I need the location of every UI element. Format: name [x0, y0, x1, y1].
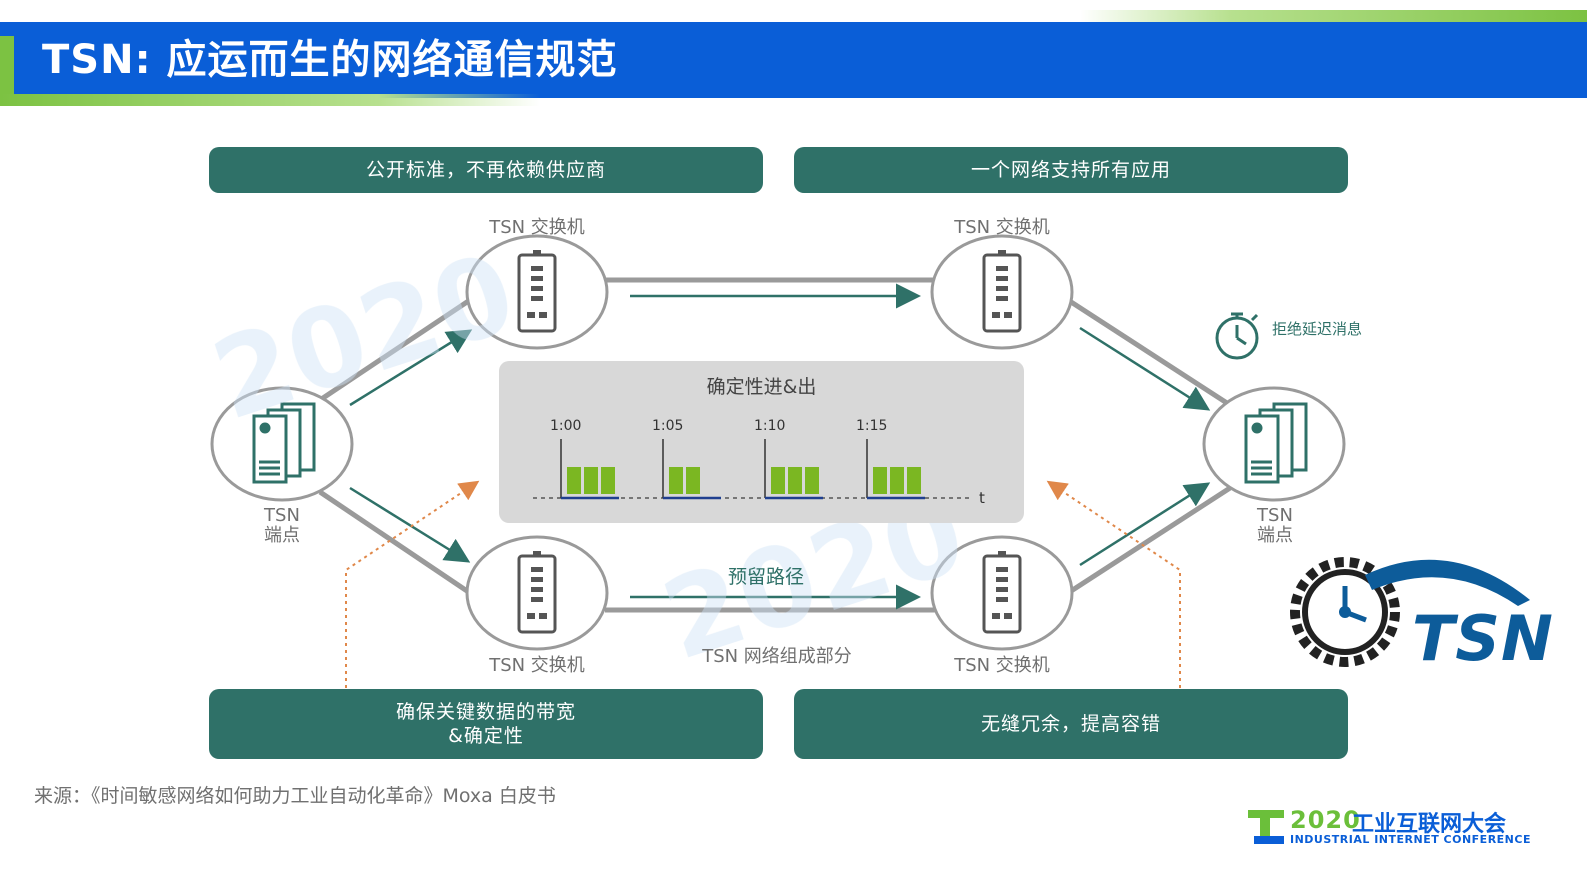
- feature-box-open-standard: 公开标准，不再依赖供应商: [209, 147, 763, 193]
- svg-text:2020: 2020: [198, 228, 529, 444]
- title-accent-top: [1080, 10, 1587, 22]
- tsn-gear-logo-icon: [1290, 557, 1530, 667]
- feature-box-label: 公开标准，不再依赖供应商: [365, 159, 606, 181]
- deterministic-timing-panel: [499, 361, 1024, 523]
- stopwatch-icon: [1215, 312, 1259, 360]
- switch-node-top-left: [465, 234, 609, 350]
- time-axis-label: t: [979, 489, 985, 507]
- time-tick-label: 1:00: [550, 418, 582, 434]
- endpoint-node-right: [1202, 386, 1346, 502]
- packet-block: [567, 467, 581, 494]
- conference-logo-icon: [1248, 810, 1284, 844]
- server-stack-icon: [1244, 402, 1308, 484]
- switch-icon: [982, 551, 1022, 634]
- source-citation: 来源：《时间敏感网络如何助力工业自动化革命》Moxa 白皮书: [34, 785, 556, 807]
- time-tick-label: 1:10: [754, 418, 786, 434]
- packet-block: [601, 467, 615, 494]
- flow-arrow: [1079, 326, 1211, 411]
- tsn-logo-text: TSN: [1412, 602, 1554, 675]
- packet-block: [669, 467, 683, 494]
- switch-icon: [517, 250, 557, 333]
- packet-block: [788, 467, 802, 494]
- timing-slots: t: [533, 439, 985, 507]
- endpoint-label: TSN 端点: [1257, 506, 1293, 546]
- packet-block: [907, 467, 921, 494]
- switch-icon: [517, 551, 557, 634]
- flow-arrow: [349, 486, 471, 563]
- endpoint-label-line: TSN: [1257, 505, 1293, 526]
- page-title: TSN: 应运而生的网络通信规范: [42, 37, 618, 83]
- flow-arrow: [349, 329, 473, 407]
- switch-icon: [982, 250, 1022, 333]
- packet-block: [873, 467, 887, 494]
- network-part-label: TSN 网络组成部分: [702, 646, 852, 667]
- packet-block: [890, 467, 904, 494]
- packet-block: [805, 467, 819, 494]
- packet-block: [771, 467, 785, 494]
- switch-node-top-right: [930, 234, 1074, 350]
- server-stack-icon: [252, 402, 316, 484]
- packet-block: [686, 467, 700, 494]
- packet-block: [584, 467, 598, 494]
- endpoint-label-line: 端点: [1257, 525, 1293, 546]
- switch-node-bottom-right: [930, 535, 1074, 651]
- feature-box-bandwidth: 确保关键数据的带宽 &确定性: [209, 689, 763, 759]
- endpoint-label-line: TSN: [264, 505, 300, 526]
- conference-year: 2020: [1290, 806, 1361, 834]
- endpoint-node-left: [210, 386, 354, 502]
- title-bar: [0, 22, 1587, 98]
- conference-name: 工业互联网大会: [1352, 812, 1507, 837]
- endpoint-label-line: 端点: [264, 525, 300, 546]
- reject-delayed-label: 拒绝延迟消息: [1272, 320, 1363, 338]
- title-accent-bottom: [0, 94, 540, 106]
- switch-label: TSN 交换机: [489, 217, 585, 238]
- timing-panel-title: 确定性进&出: [706, 376, 817, 398]
- endpoint-label: TSN 端点: [264, 506, 300, 546]
- switch-label: TSN 交换机: [954, 655, 1050, 676]
- feature-box-redundancy: 无缝冗余，提高容错: [794, 689, 1348, 759]
- time-tick-label: 1:05: [652, 418, 684, 434]
- switch-label: TSN 交换机: [954, 217, 1050, 238]
- switch-label: TSN 交换机: [489, 655, 585, 676]
- conference-subtitle: INDUSTRIAL INTERNET CONFERENCE: [1290, 833, 1531, 846]
- title-accent-left: [0, 36, 14, 102]
- feature-box-label: &确定性: [448, 725, 524, 747]
- reserved-path-label: 预留路径: [728, 566, 805, 588]
- feature-box-label: 无缝冗余，提高容错: [980, 713, 1161, 735]
- time-tick-label: 1:15: [856, 418, 888, 434]
- feature-box-one-network: 一个网络支持所有应用: [794, 147, 1348, 193]
- switch-node-bottom-left: [465, 535, 609, 651]
- flow-arrow: [1079, 482, 1211, 567]
- feature-box-label: 确保关键数据的带宽: [395, 701, 576, 723]
- feature-box-label: 一个网络支持所有应用: [970, 159, 1171, 181]
